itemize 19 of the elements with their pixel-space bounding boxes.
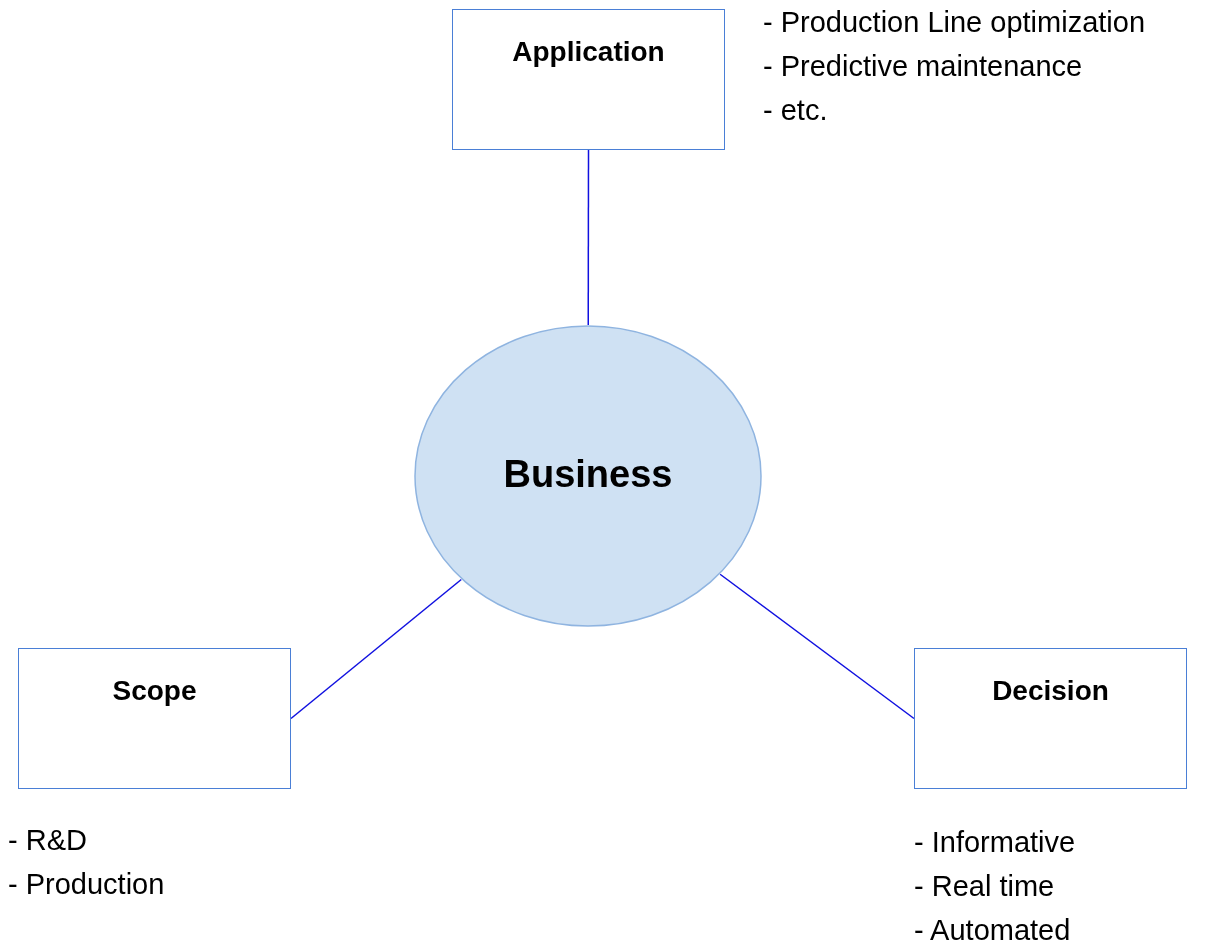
list-item: - Predictive maintenance <box>763 49 1083 84</box>
node-title: Business <box>502 453 674 496</box>
list-item: - R&D <box>8 823 87 858</box>
connector-line <box>290 578 462 720</box>
central-ellipse <box>414 325 762 627</box>
node-title: Decision <box>991 675 1110 707</box>
list-item: - Production Line optimization <box>763 5 1146 40</box>
list-item: - Production <box>8 867 165 902</box>
connector-line <box>719 573 915 720</box>
process-box <box>18 648 291 789</box>
list-item: - Informative <box>914 825 1076 860</box>
connector-line <box>587 149 590 326</box>
process-box <box>914 648 1187 789</box>
list-item: - Real time <box>914 869 1055 904</box>
process-box <box>452 9 725 150</box>
list-item: - Automated <box>914 913 1071 944</box>
node-title: Scope <box>111 675 198 707</box>
list-item: - etc. <box>763 93 828 128</box>
node-title: Application <box>511 36 666 68</box>
